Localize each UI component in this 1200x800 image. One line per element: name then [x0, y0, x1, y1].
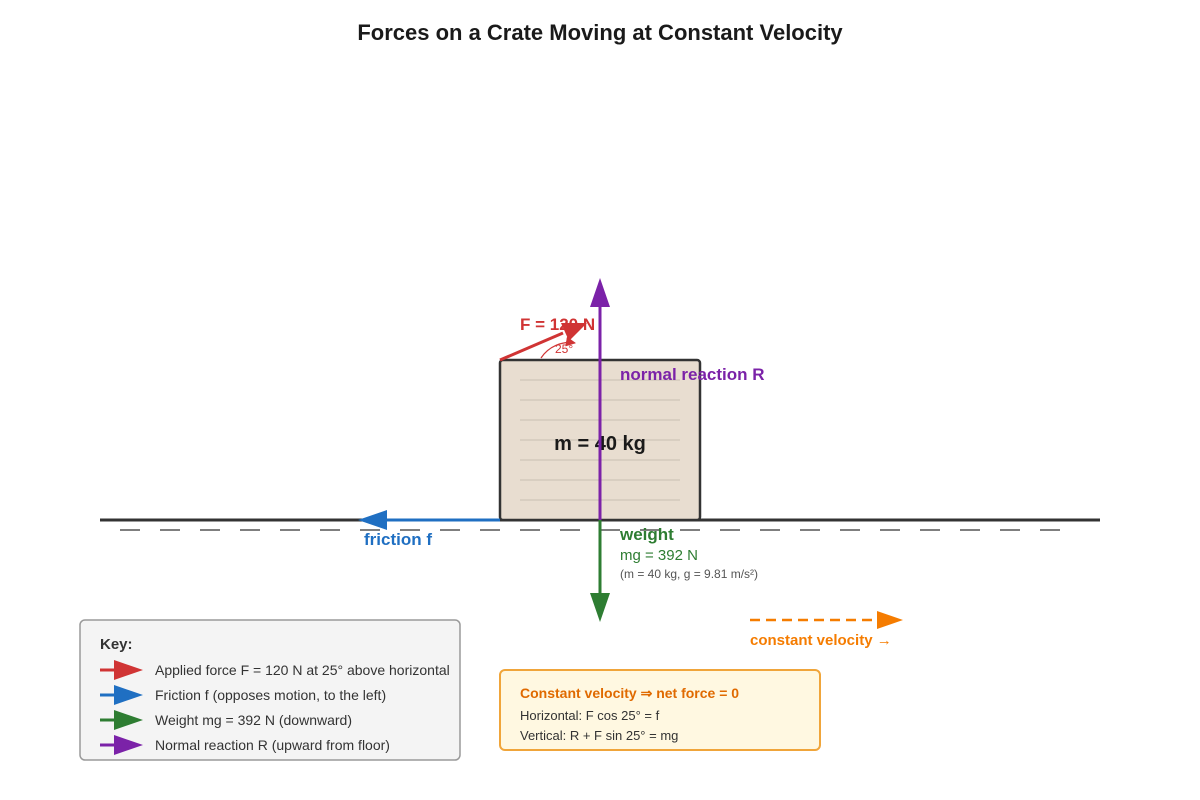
key-item: Friction f (opposes motion, to the left) — [100, 685, 386, 705]
applied-force-arrow — [499, 323, 587, 362]
equilibrium-title: Constant velocity ⇒ net force = 0 — [520, 685, 739, 701]
key-title: Key: — [100, 636, 133, 653]
friction-arrow — [358, 510, 500, 530]
weight-label: weight — [619, 525, 674, 544]
key-item-weight: Weight mg = 392 N (downward) — [155, 712, 352, 728]
normal-reaction-arrow — [590, 278, 610, 520]
key-box: Key: Applied force F = 120 N at 25° abov… — [79, 619, 461, 761]
key-item-friction: Friction f (opposes motion, to the left) — [155, 687, 386, 703]
angle-arc — [540, 336, 576, 359]
applied-force-label: F = 120 N — [520, 315, 595, 334]
velocity-label: constant velocity → — [750, 632, 892, 649]
friction-label: friction f — [364, 530, 432, 549]
weight-detail-label: (m = 40 kg, g = 9.81 m/s²) — [620, 567, 758, 581]
angle-label: 25° — [555, 342, 573, 356]
key-item-applied: Applied force F = 120 N at 25° above hor… — [155, 662, 450, 678]
key-item: Weight mg = 392 N (downward) — [100, 710, 352, 730]
equilibrium-horizontal: Horizontal: F cos 25° = f — [520, 708, 660, 723]
equilibrium-vertical: Vertical: R + F sin 25° = mg — [520, 728, 678, 743]
equilibrium-box: Constant velocity ⇒ net force = 0 Horizo… — [499, 669, 821, 751]
weight-value-label: mg = 392 N — [620, 547, 698, 564]
velocity-arrow — [750, 611, 903, 629]
diagram-title: Forces on a Crate Moving at Constant Vel… — [357, 20, 843, 45]
weight-arrow — [590, 520, 610, 622]
key-item: Applied force F = 120 N at 25° above hor… — [100, 660, 450, 680]
key-item-normal: Normal reaction R (upward from floor) — [155, 737, 390, 753]
normal-reaction-label: normal reaction R — [620, 365, 765, 384]
key-item: Normal reaction R (upward from floor) — [100, 735, 390, 755]
